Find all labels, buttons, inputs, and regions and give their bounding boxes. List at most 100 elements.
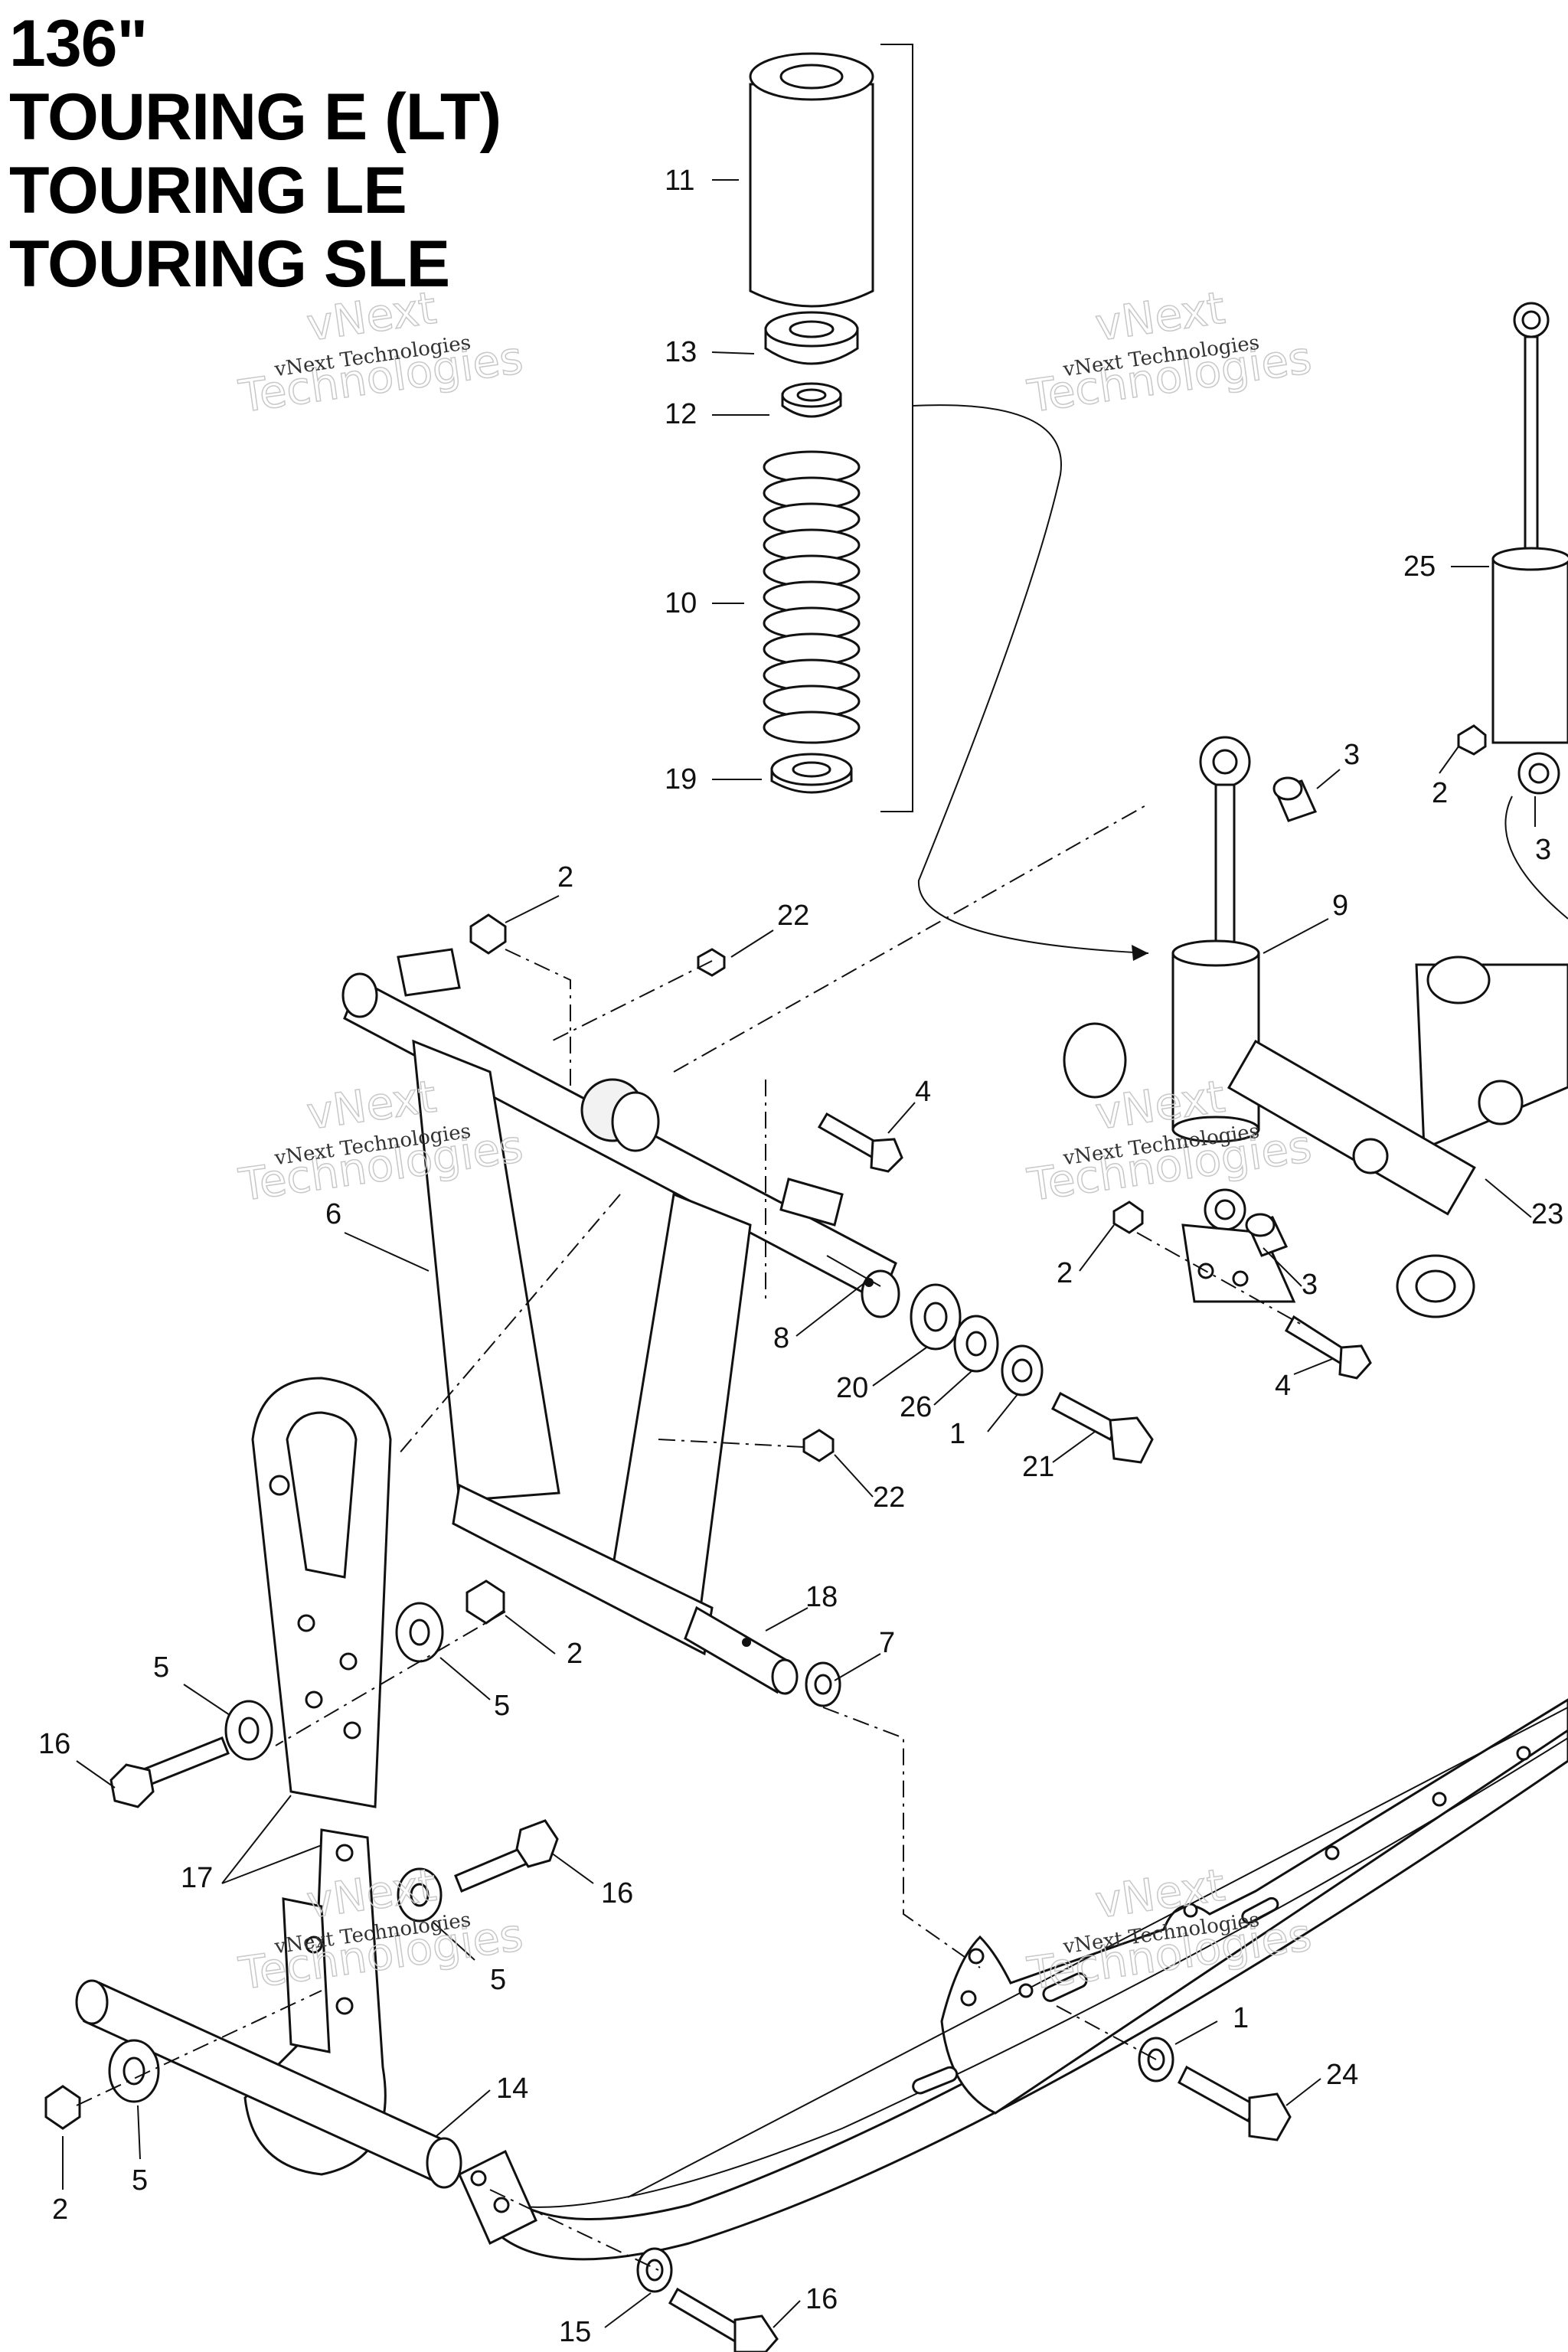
bolt-part-16-a: [109, 1736, 230, 1808]
callout-leader-c1b: [1174, 2020, 1218, 2045]
callout-leader-c22a: [730, 929, 774, 958]
nut-part-2-shaft: [44, 2085, 81, 2130]
assembly-line-2: [550, 960, 713, 1042]
callout-leader-c26: [933, 1370, 973, 1406]
callout-leaders: [62, 179, 1536, 2328]
title-line-2: TOURING E (LT): [9, 80, 501, 154]
washer-part-5-c: [397, 1867, 443, 1922]
kit-arrow-head: [1132, 945, 1148, 961]
callout-leader-c3a: [1316, 769, 1341, 789]
assembly-line-4: [397, 1194, 621, 1455]
callout-label-c7: 7: [879, 1627, 895, 1659]
title-line-1: 136": [9, 7, 148, 80]
title-line-4: TOURING SLE: [9, 227, 450, 301]
callout-label-c6: 6: [325, 1198, 341, 1230]
callout-leader-c21: [1052, 1431, 1096, 1463]
callout-leader-c2c: [1079, 1224, 1115, 1272]
callout-leader-c16b: [550, 1852, 594, 1884]
callout-label-c26: 26: [900, 1391, 932, 1423]
bolt-part-16-b: [454, 1819, 559, 1893]
cross-shaft-part-14: [75, 1979, 462, 2189]
grease-fitting-part-22-upper: [697, 948, 726, 977]
callout-label-c16c: 16: [805, 2283, 838, 2315]
callout-label-c3a: 3: [1344, 739, 1360, 771]
callout-leader-c5b: [439, 1657, 491, 1700]
callout-label-c11: 11: [665, 165, 694, 197]
washer-part-5-a: [395, 1602, 444, 1663]
callout-label-c2a: 2: [557, 861, 573, 893]
callout-label-c14: 14: [496, 2073, 528, 2105]
callout-leader-c4a: [887, 1102, 916, 1134]
assembly-line-6: [673, 803, 1149, 1073]
washer-part-26: [953, 1315, 999, 1373]
callout-label-c18: 18: [805, 1581, 838, 1613]
nut-part-2-top: [469, 913, 507, 955]
callout-label-c10: 10: [665, 587, 697, 619]
callout-leader-c2a: [505, 895, 560, 923]
callout-label-c12: 12: [665, 398, 697, 430]
callout-label-c4a: 4: [915, 1076, 931, 1108]
callout-label-c1a: 1: [949, 1418, 965, 1450]
callout-leader-c16a: [76, 1760, 116, 1788]
front-arm-part-6: [341, 948, 900, 1656]
callout-leader-c7: [834, 1653, 881, 1681]
callout-label-c15: 15: [559, 2316, 591, 2348]
grease-fitting-part-22-lower: [802, 1429, 835, 1462]
front-shock-part-9: [1171, 736, 1296, 1303]
rear-arm-part-23: [1063, 956, 1568, 1318]
assembly-line-1: [505, 949, 571, 1087]
callout-leader-c18: [765, 1607, 808, 1632]
assembly-line-9: [275, 1611, 506, 1746]
callout-leader-c17: [221, 1795, 292, 1884]
shaft-dot-part-8: [864, 1278, 874, 1287]
washer-part-7: [805, 1661, 841, 1707]
washer-part-20: [910, 1283, 962, 1351]
bolt-part-4-lower: [1284, 1315, 1372, 1380]
callout-label-c22a: 22: [777, 900, 809, 932]
rear-shock-part-25: [1457, 302, 1568, 920]
slide-rail: [458, 1698, 1568, 2261]
callout-leader-c16c: [773, 2300, 801, 2328]
callout-leader-c2b: [1439, 746, 1459, 774]
callout-label-c3b: 3: [1535, 834, 1551, 866]
callout-leader-c17-b: [221, 1844, 322, 1884]
callout-label-c9: 9: [1332, 890, 1348, 922]
bolt-part-21: [1051, 1391, 1154, 1464]
spring-kit-bracket: [880, 44, 913, 812]
callout-label-c5b: 5: [494, 1690, 510, 1722]
callout-leader-c13: [711, 351, 755, 354]
callout-leader-c22b: [834, 1454, 874, 1498]
callout-label-c17: 17: [181, 1862, 213, 1894]
washer-part-5-b: [224, 1700, 273, 1761]
bolt-part-24: [1178, 2065, 1292, 2141]
bushing-part-3-bottom: [1245, 1213, 1289, 1257]
spring-cover-part-11: [749, 52, 874, 308]
callout-leader-c2d: [505, 1615, 556, 1655]
spring-spacer-part-12: [781, 382, 842, 418]
callout-label-c2d: 2: [567, 1638, 583, 1670]
spring-coil: [763, 710, 861, 744]
callout-leader-c14: [436, 2089, 491, 2137]
callout-label-c1b: 1: [1233, 2002, 1249, 2034]
callout-label-c3c: 3: [1302, 1269, 1318, 1301]
assembly-line-5: [822, 1707, 981, 1968]
callout-leader-c1a: [987, 1393, 1019, 1432]
callout-label-c25: 25: [1403, 550, 1436, 583]
callout-leader-c9: [1263, 918, 1329, 954]
callout-leader-c20: [872, 1347, 927, 1387]
callout-label-c23: 23: [1531, 1198, 1563, 1230]
callout-leader-c15: [604, 2292, 652, 2328]
callout-leader-c3c: [1263, 1247, 1302, 1287]
washer-part-15: [636, 2247, 673, 2293]
bolt-part-16-c: [668, 2287, 779, 2352]
callout-label-c16b: 16: [601, 1877, 633, 1909]
lock-washer-part-1: [1001, 1344, 1044, 1396]
spring-stopper-part-19: [770, 753, 853, 794]
washer-part-5-d: [108, 2039, 160, 2103]
assembly-line-12: [658, 1439, 805, 1448]
